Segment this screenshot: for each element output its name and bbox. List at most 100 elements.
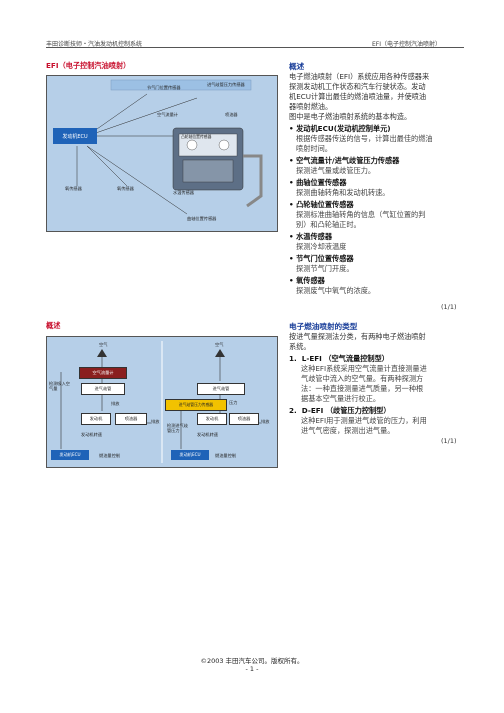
right-air-label: 空气	[215, 342, 224, 347]
list-item: • 水温传感器	[289, 232, 333, 241]
type-item: 1. L-EFI （空气流量控制型）	[289, 354, 469, 364]
right-control-label: 燃油量控制	[215, 453, 236, 458]
intro-line: 探测发动机工作状态和汽车行驶状态。发动	[289, 82, 426, 91]
ecu-box: 发动机ECU	[53, 128, 97, 144]
label-coolant-sensor: 水温传感器	[173, 190, 194, 195]
item-num: 1.	[289, 354, 297, 363]
label-throttle-sensor: 节气门位置传感器	[147, 85, 181, 90]
intro-line: 按进气量探测法分类，有两种电子燃油喷射	[289, 332, 426, 341]
right-intake-manifold: 进气歧管	[197, 383, 245, 395]
header-left: 丰田诊断技师・汽油发动机控制系统	[46, 41, 143, 48]
efi-title: EFI（电子控制汽油喷射）	[46, 61, 131, 70]
label-crank-sensor: 曲轴位置传感器	[187, 216, 217, 221]
type-item: 2. D-EFI （歧管压力控制型）	[289, 406, 469, 416]
item-desc: 探测曲轴转角和发动机转速。	[296, 188, 390, 197]
wire-1	[86, 93, 148, 137]
item-desc: 这种EFI用于测量进气歧管的压力，利用	[301, 416, 427, 425]
overview-left-title: 概述	[46, 321, 61, 330]
list-item: • 凸轮轴位置传感器	[289, 200, 354, 209]
item-title: 空气流量计/进气歧管压力传感器	[296, 156, 400, 165]
right-exhaust-label: 排放	[261, 419, 270, 424]
item-desc: 探测标准曲轴转角的信息（气缸位置的判	[296, 210, 426, 219]
types-diagram-svg	[60, 341, 261, 463]
left-airflow-meter: 空气流量计	[79, 367, 127, 379]
exhaust-pipe	[243, 154, 263, 208]
label-injector: 喷油器	[225, 112, 238, 117]
label-o2-sensor-2: 氧传感器	[117, 186, 134, 191]
wire-2	[86, 97, 198, 137]
types-content: 按进气量探测法分类，有两种电子燃油喷射 系统。 1. L-EFI （空气流量控制…	[289, 332, 469, 436]
overview-title: 概述	[289, 62, 305, 71]
intro-line: 电子燃油喷射（EFI）系统应用各种传感器来	[289, 72, 430, 81]
left-side-label: 检测吸入空气量	[49, 381, 70, 391]
cam-gear-right	[218, 139, 230, 151]
efi-system-diagram: 发动机ECU 节气门位置传感器 进气歧管压力传感器 空气流量计 喷油器 凸轮轴位…	[46, 75, 278, 232]
item-title: 水温传感器	[296, 232, 333, 241]
left-exhaust-label: 排放	[151, 419, 160, 424]
intro-line: 器喷射燃油。	[289, 102, 333, 111]
item-title: 氧传感器	[296, 276, 325, 285]
engine-cylinders	[182, 159, 234, 183]
item-desc: 探测节气门开度。	[296, 264, 354, 273]
left-injector: 喷油器	[115, 413, 147, 425]
air-arrow-right	[215, 349, 225, 357]
item-desc: 据基本空气量进行校正。	[301, 394, 381, 403]
intro-line: 系统。	[289, 342, 311, 351]
air-duct	[110, 79, 252, 91]
left-control-label: 燃油量控制	[99, 453, 120, 458]
label-map-sensor: 进气歧管压力传感器	[207, 82, 245, 87]
page-indicator-top: (1/1)	[441, 303, 457, 311]
intro-line: 图中是电子燃油喷射系统的基本构造。	[289, 112, 412, 121]
air-arrow-left	[97, 349, 107, 357]
efi-diagram-svg	[76, 79, 263, 215]
header-right: EFI（电子控制汽油喷射）	[372, 41, 442, 48]
label-o2-sensor-1: 氧传感器	[65, 186, 82, 191]
page-indicator-bottom: (1/1)	[441, 437, 457, 445]
item-desc: 气歧管中流入的空气量。有两种探测方	[301, 374, 424, 383]
item-desc: 探测冷却液温度	[296, 242, 347, 251]
list-item: • 曲轴位置传感器	[289, 178, 347, 187]
left-engine: 发动机	[81, 413, 111, 425]
list-item: • 节气门位置传感器	[289, 254, 354, 263]
cam-gear-left	[186, 139, 198, 151]
right-injector: 喷油器	[229, 413, 259, 425]
engine-head	[178, 133, 238, 157]
right-engine: 发动机	[197, 413, 227, 425]
left-exhaust-mid: 排放	[111, 401, 120, 406]
item-desc: 别）和凸轮轴正时。	[296, 220, 361, 229]
list-item: • 空气流量计/进气歧管压力传感器	[289, 156, 400, 165]
item-desc: 探测废气中氧气的浓度。	[296, 286, 376, 295]
list-item: • 氧传感器	[289, 276, 325, 285]
label-cam-sensor: 凸轮轴位置传感器	[181, 134, 212, 139]
item-num: 2.	[289, 406, 297, 415]
overview-intro: 电子燃油喷射（EFI）系统应用各种传感器来 探测发动机工作状态和汽车行驶状态。发…	[289, 72, 469, 122]
page-number: - 1 -	[245, 665, 259, 673]
left-air-label: 空气	[99, 342, 108, 347]
item-title: 发动机ECU(发动机控制单元)	[296, 124, 391, 133]
item-desc: 进气气密度，探测出进气量。	[301, 426, 395, 435]
item-desc: 喷射时间。	[296, 144, 332, 153]
item-title: L-EFI （空气流量控制型）	[301, 354, 389, 363]
item-desc: 这种EFI系统采用空气流量计直接测量进	[301, 364, 427, 373]
item-title: 凸轮轴位置传感器	[296, 200, 354, 209]
wire-5	[86, 145, 128, 187]
header-rule	[46, 47, 464, 48]
component-list: • 发动机ECU(发动机控制单元) 根据传感器传送的信号，计算出最佳的燃油 喷射…	[289, 124, 469, 296]
left-ecu: 发动机ECU	[51, 450, 89, 460]
item-title: 曲轴位置传感器	[296, 178, 347, 187]
right-side-label: 检测进气歧管压力	[167, 423, 188, 433]
item-desc: 法：一种直接测量进气质量，另一种根	[301, 384, 424, 393]
left-intake-manifold: 进气歧管	[81, 383, 125, 395]
right-map-sensor: 进气歧管压力传感器	[165, 399, 227, 411]
efi-types-diagram: 空气 空气 空气流量计 进气歧管 进气歧管 进气歧管压力传感器 压力 排放 发动…	[46, 336, 278, 468]
copyright: ©2003 丰田汽车公司。版权所有。	[200, 657, 304, 665]
left-speed-label: 发动机转速	[81, 432, 102, 437]
item-title: 节气门位置传感器	[296, 254, 354, 263]
item-title: D-EFI （歧管压力控制型）	[301, 406, 391, 415]
types-title: 电子燃油喷射的类型	[289, 322, 358, 331]
right-pressure-label: 压力	[229, 400, 238, 405]
list-item: • 发动机ECU(发动机控制单元)	[289, 124, 391, 133]
wire-6	[86, 145, 188, 215]
right-ecu: 发动机ECU	[171, 450, 209, 460]
right-speed-label: 发动机转速	[197, 432, 218, 437]
